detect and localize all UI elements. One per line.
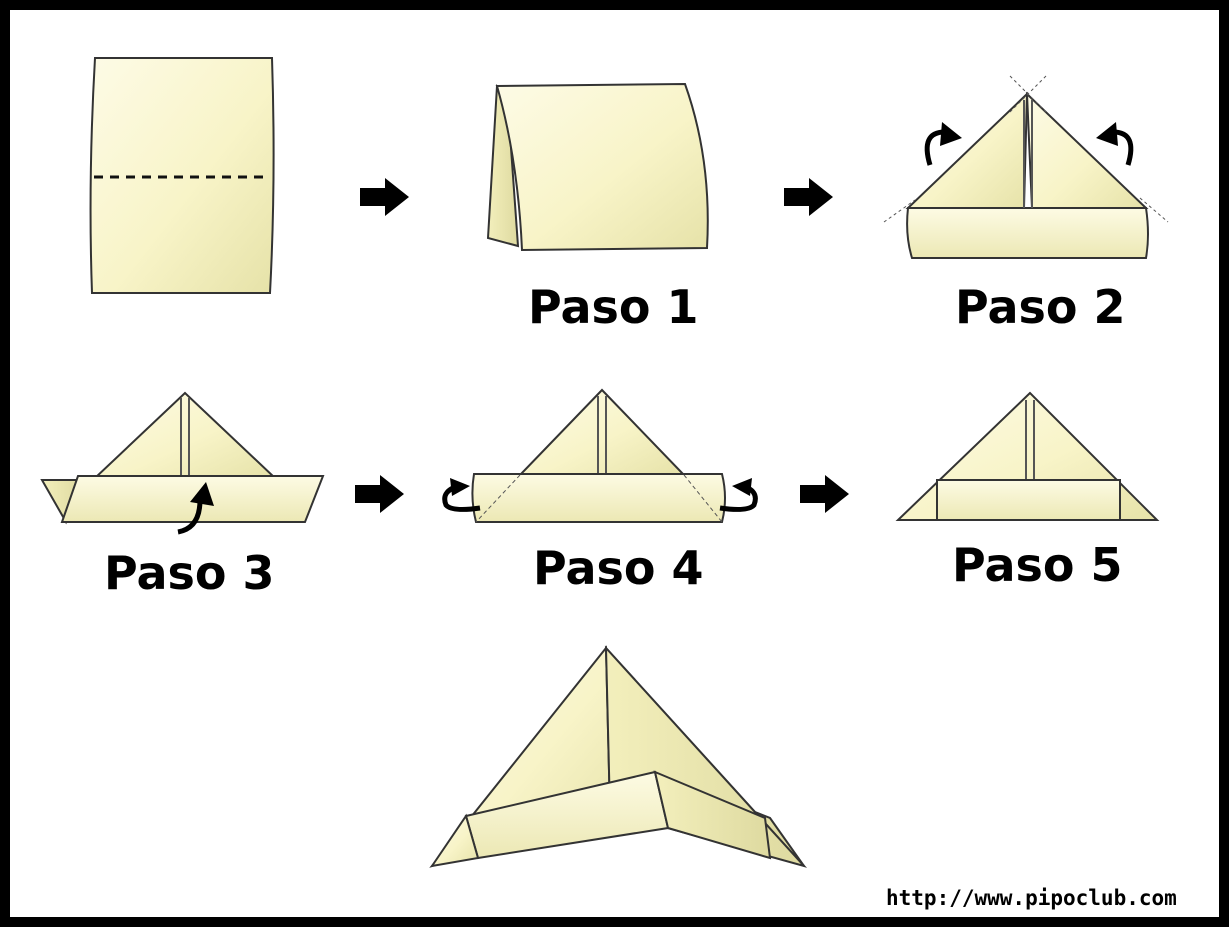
fold-arrow-icon [190, 482, 214, 506]
fold-arrow-icon [1096, 122, 1118, 146]
arrow-right-icon [800, 475, 849, 513]
step-0-sheet [89, 57, 275, 294]
arrow-right-icon [784, 178, 833, 216]
fold-arrow-icon [940, 122, 962, 146]
step-label: Paso 1 [528, 280, 699, 334]
step-label: Paso 3 [104, 546, 275, 600]
website-url: http://www.pipoclub.com [886, 886, 1177, 910]
step-2-triangle-folds [883, 75, 1169, 259]
step-5-flat-hat [895, 391, 1160, 521]
step-label: Paso 5 [952, 538, 1123, 592]
fold-arrow-icon [732, 478, 752, 496]
step-4-corner-folds [442, 388, 758, 523]
step-1-folded-sheet [486, 82, 709, 252]
step-label: Paso 4 [533, 541, 704, 595]
arrow-right-icon [360, 178, 409, 216]
step-label: Paso 2 [955, 280, 1126, 334]
step-3-brim-fold [40, 391, 325, 535]
arrow-right-icon [355, 475, 404, 513]
final-paper-hat [429, 645, 808, 868]
fold-arrow-icon [177, 499, 203, 535]
fold-arrow-icon [450, 478, 470, 496]
